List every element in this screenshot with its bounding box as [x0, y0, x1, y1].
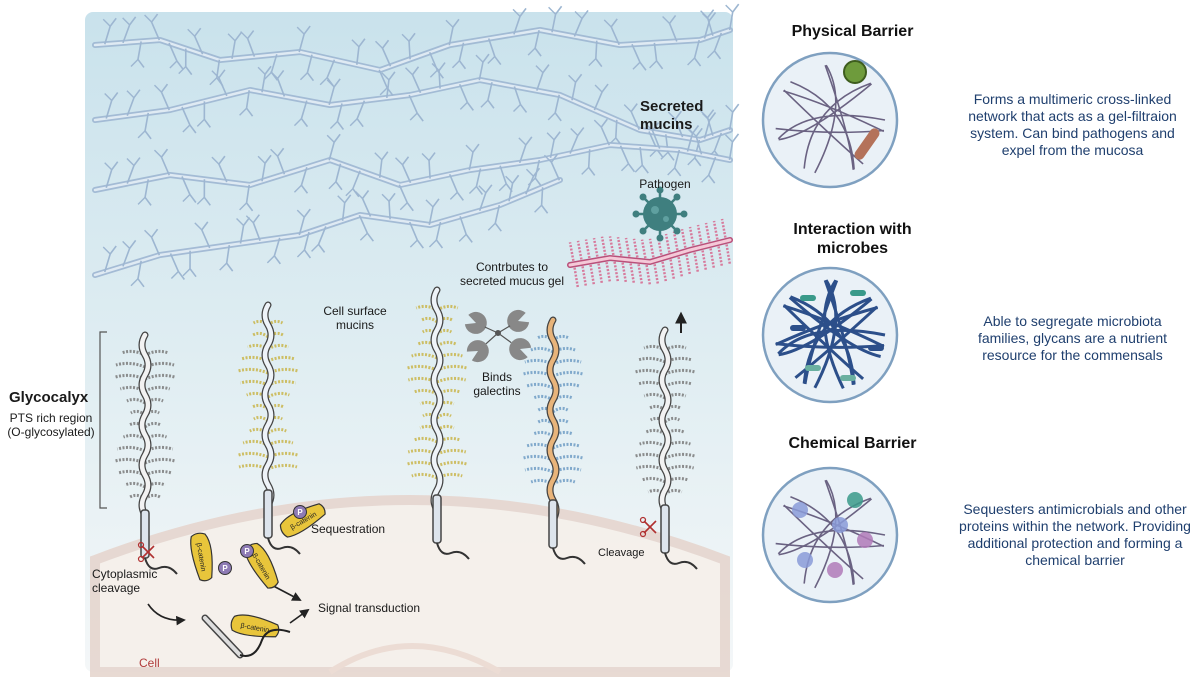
panel-physical-illustration — [761, 51, 899, 189]
panel-microbes-illustration — [761, 266, 899, 404]
glycocalyx-label: Glycocalyx — [9, 389, 89, 406]
released-pink-mucin — [567, 218, 733, 289]
sequestration-label: Sequestration — [311, 522, 386, 536]
pathogen-icon — [632, 186, 688, 242]
binds-galectins-label: Binds galectins — [473, 370, 521, 398]
panel-physical-description: Forms a multimeric cross-linked network … — [968, 91, 1177, 158]
svg-text:β-catenin: β-catenin — [195, 542, 207, 572]
panel-physical-title: Physical Barrier — [791, 23, 914, 40]
cleaved-mucin-fragment — [201, 614, 291, 659]
beta-catenin-1: β-catenin — [190, 532, 213, 582]
contributes-label: Contrbutes to secreted mucus gel — [459, 260, 565, 288]
panel-chemical-title: Chemical Barrier — [788, 435, 917, 452]
mucosa-background — [85, 12, 733, 672]
svg-text:β-catenin: β-catenin — [240, 623, 270, 635]
panel-microbes-description: Able to segregate microbiota families, g… — [977, 313, 1168, 363]
scissors-icon-right — [639, 516, 657, 538]
secreted-mucins-network — [92, 3, 740, 288]
galectins-icon — [464, 309, 532, 363]
signal-transduction-label: Signal transduction — [318, 601, 421, 615]
cell-surface-mucins-label: Cell surface mucins — [323, 304, 387, 332]
cleavage-arrow — [147, 603, 186, 626]
scissors-icon-left — [137, 541, 155, 563]
signal-arrow-2 — [289, 608, 310, 624]
panel-chemical-illustration — [761, 466, 899, 604]
svg-text:P: P — [222, 564, 228, 573]
cell-label: Cell — [139, 656, 160, 670]
pathogen-label: Pathogen — [639, 177, 691, 191]
cytoplasmic-cleavage-label: Cytoplasmic cleavage — [92, 567, 158, 595]
svg-text:P: P — [244, 547, 250, 556]
phospho-2: P — [240, 544, 254, 558]
pts-region-label: PTS rich region (O-glycosylated) — [7, 411, 95, 439]
panel-chemical-description: Sequesters antimicrobials and other prot… — [959, 501, 1191, 568]
cleavage-label: Cleavage — [598, 547, 645, 559]
phospho-3: P — [293, 505, 307, 519]
beta-catenin-4: β-catenin — [230, 614, 280, 638]
phospho-1: P — [218, 561, 232, 575]
cell-surface-mucins-group — [114, 286, 698, 575]
svg-text:P: P — [297, 508, 303, 517]
cell-nucleus-outline — [328, 643, 502, 675]
panel-microbes-title: Interaction with microbes — [793, 221, 912, 257]
secreted-mucins-label: Secreted mucins — [640, 98, 704, 133]
glycocalyx-bracket — [99, 331, 107, 509]
